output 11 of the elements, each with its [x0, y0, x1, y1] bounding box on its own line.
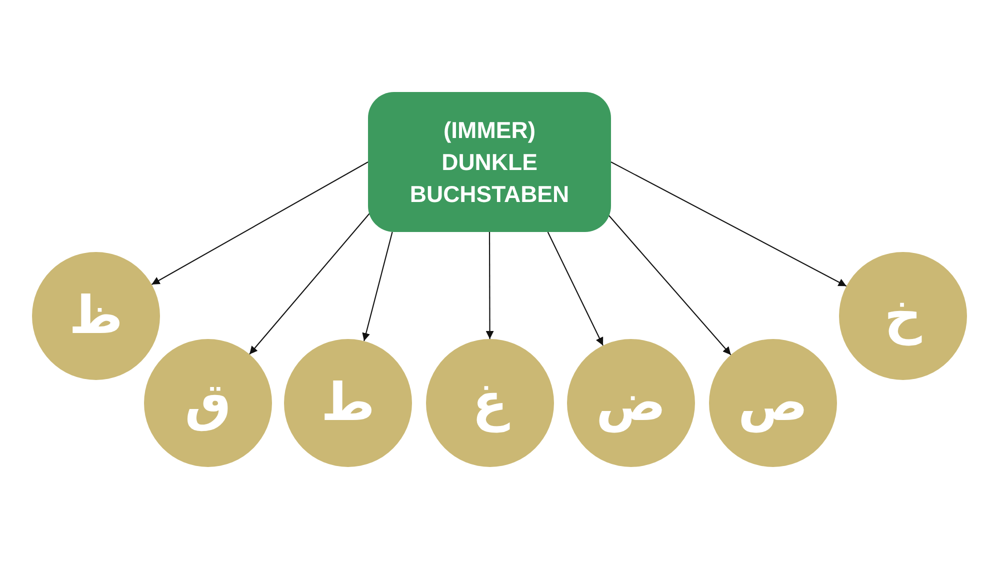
heading-box — [368, 92, 611, 232]
arrow — [486, 232, 494, 339]
heading-text: (IMMER) DUNKLE BUCHSTABEN — [408, 116, 570, 209]
arabic-letter: ق — [184, 377, 232, 429]
arrow — [249, 212, 371, 355]
arrow — [610, 162, 847, 287]
arrow — [362, 232, 393, 342]
arabic-letter: ط — [320, 377, 375, 429]
arabic-letter: ظ — [68, 290, 123, 342]
arrow — [547, 232, 604, 346]
arrow — [151, 162, 368, 285]
